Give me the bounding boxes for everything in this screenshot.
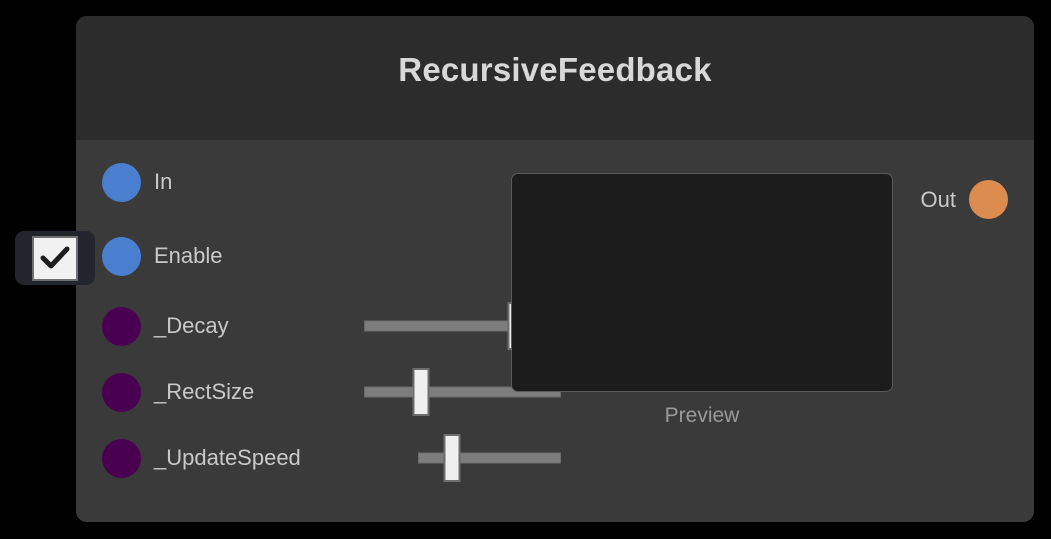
slider-updatespeed[interactable] [418, 434, 561, 482]
port-label-updatespeed: _UpdateSpeed [154, 445, 301, 470]
port-label-enable: Enable [154, 243, 223, 268]
preview-panel: Preview [511, 173, 893, 428]
port-label-in: In [154, 169, 173, 194]
enable-checkbox[interactable] [32, 235, 78, 281]
slider-track-rectsize[interactable] [364, 386, 561, 398]
header-divider [76, 124, 1034, 140]
slider-thumb-updatespeed[interactable] [443, 434, 461, 482]
node-panel[interactable]: RecursiveFeedback In Enable _Decay [76, 16, 1034, 522]
node-body: In Enable _Decay _RectSize [76, 140, 1034, 522]
port-label-rectsize: _RectSize [154, 379, 255, 404]
port-label-out: Out [920, 186, 956, 212]
node-title: RecursiveFeedback [398, 51, 712, 88]
enable-checkbox-widget[interactable] [15, 231, 95, 285]
port-row-enable[interactable]: Enable [102, 234, 223, 278]
preview-caption: Preview [664, 404, 740, 427]
port-row-decay[interactable]: _Decay [102, 304, 229, 348]
port-dot-out[interactable] [969, 180, 1008, 219]
check-mark-icon [39, 245, 71, 271]
port-label-decay: _Decay [154, 313, 229, 338]
slider-track-updatespeed[interactable] [418, 452, 561, 464]
port-row-in[interactable]: In [102, 160, 172, 204]
slider-thumb-rectsize[interactable] [412, 368, 430, 416]
port-dot-rectsize[interactable] [102, 372, 141, 412]
preview-box[interactable] [511, 173, 893, 392]
port-row-out[interactable]: Out [921, 180, 1008, 219]
slider-rectsize[interactable] [364, 368, 561, 416]
port-dot-updatespeed[interactable] [102, 438, 141, 478]
port-row-rectsize[interactable]: _RectSize [102, 370, 254, 414]
port-dot-decay[interactable] [102, 306, 141, 346]
port-dot-in[interactable] [102, 162, 141, 202]
node-header[interactable]: RecursiveFeedback [76, 16, 1034, 124]
port-row-updatespeed[interactable]: _UpdateSpeed [102, 436, 301, 480]
port-dot-enable[interactable] [102, 236, 141, 276]
